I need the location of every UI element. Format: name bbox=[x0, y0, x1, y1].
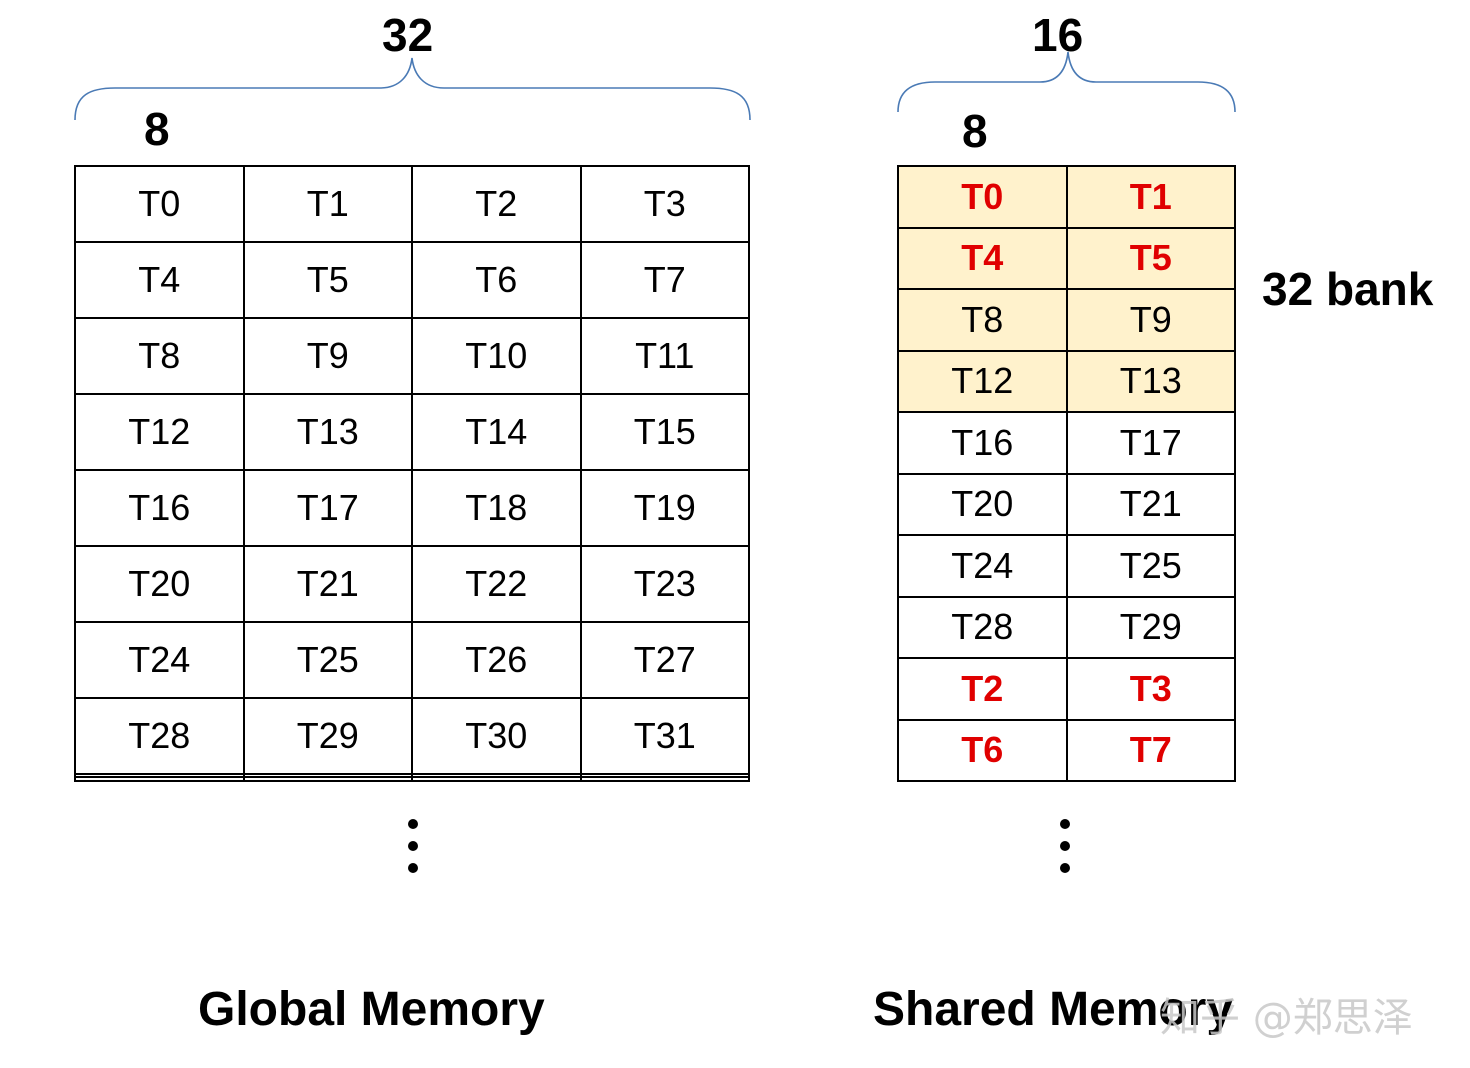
global-cell bbox=[74, 776, 245, 782]
global-cell: T24 bbox=[74, 621, 245, 699]
shared-cell: T17 bbox=[1065, 411, 1236, 475]
shared-unit-label: 8 bbox=[962, 105, 988, 157]
global-cell: T8 bbox=[74, 317, 245, 395]
global-cell: T7 bbox=[579, 241, 750, 319]
global-cell: T1 bbox=[242, 165, 413, 243]
global-cell: T16 bbox=[74, 469, 245, 547]
shared-cell-conflict: T1 bbox=[1065, 165, 1236, 229]
global-cell: T0 bbox=[74, 165, 245, 243]
global-cell: T22 bbox=[411, 545, 582, 623]
global-cell: T5 bbox=[242, 241, 413, 319]
global-cell bbox=[242, 776, 413, 782]
global-memory-caption: Global Memory bbox=[198, 983, 545, 1036]
global-cell: T6 bbox=[411, 241, 582, 319]
global-cell bbox=[579, 776, 750, 782]
global-cell: T19 bbox=[579, 469, 750, 547]
global-cell: T21 bbox=[242, 545, 413, 623]
global-cell bbox=[242, 772, 413, 779]
shared-cell: T12 bbox=[897, 349, 1068, 413]
global-cell: T4 bbox=[74, 241, 245, 319]
shared-cell: T13 bbox=[1065, 349, 1236, 413]
shared-cell: T8 bbox=[897, 288, 1068, 352]
shared-cell: T20 bbox=[897, 472, 1068, 536]
global-cell: T28 bbox=[74, 697, 245, 775]
global-cell: T2 bbox=[411, 165, 582, 243]
global-unit-label: 8 bbox=[144, 103, 170, 155]
global-cell: T31 bbox=[579, 697, 750, 775]
global-cell: T29 bbox=[242, 697, 413, 775]
global-row bbox=[74, 772, 750, 779]
shared-cell: T28 bbox=[897, 595, 1068, 659]
global-row bbox=[74, 776, 750, 782]
global-cell bbox=[74, 772, 245, 779]
global-cell: T11 bbox=[579, 317, 750, 395]
global-cell: T26 bbox=[411, 621, 582, 699]
shared-cell: T16 bbox=[897, 411, 1068, 475]
global-cell bbox=[579, 772, 750, 779]
shared-cell-conflict: T0 bbox=[897, 165, 1068, 229]
shared-cell: T29 bbox=[1065, 595, 1236, 659]
global-width-label: 32 bbox=[382, 9, 434, 61]
global-cell: T10 bbox=[411, 317, 582, 395]
global-width-brace bbox=[74, 57, 751, 121]
shared-cell: T21 bbox=[1065, 472, 1236, 536]
global-cell: T18 bbox=[411, 469, 582, 547]
global-cell: T17 bbox=[242, 469, 413, 547]
shared-width-brace bbox=[897, 51, 1236, 113]
global-cell: T14 bbox=[411, 393, 582, 471]
shared-memory-caption: Shared Memory bbox=[873, 983, 1234, 1036]
shared-continuation-dots bbox=[1045, 816, 1085, 881]
global-cell bbox=[411, 772, 582, 779]
shared-cell: T25 bbox=[1065, 534, 1236, 598]
shared-cell: T9 bbox=[1065, 288, 1236, 352]
shared-cell-conflict: T4 bbox=[897, 226, 1068, 290]
global-cell: T3 bbox=[579, 165, 750, 243]
global-cell: T20 bbox=[74, 545, 245, 623]
shared-cell-conflict: T5 bbox=[1065, 226, 1236, 290]
global-cell bbox=[411, 776, 582, 782]
global-continuation-dots bbox=[393, 816, 433, 881]
global-cell: T25 bbox=[242, 621, 413, 699]
bank-label: 32 bank bbox=[1262, 263, 1434, 315]
global-cell: T13 bbox=[242, 393, 413, 471]
global-cell: T27 bbox=[579, 621, 750, 699]
global-cell: T15 bbox=[579, 393, 750, 471]
global-cell: T12 bbox=[74, 393, 245, 471]
watermark-text: 知乎 @郑思泽 bbox=[1160, 995, 1413, 1041]
shared-cell-conflict: T7 bbox=[1065, 718, 1236, 782]
global-cell: T30 bbox=[411, 697, 582, 775]
shared-width-label: 16 bbox=[1032, 9, 1084, 61]
shared-cell-conflict: T6 bbox=[897, 718, 1068, 782]
shared-cell-conflict: T3 bbox=[1065, 657, 1236, 721]
global-cell: T23 bbox=[579, 545, 750, 623]
global-cell: T9 bbox=[242, 317, 413, 395]
shared-cell-conflict: T2 bbox=[897, 657, 1068, 721]
shared-cell: T24 bbox=[897, 534, 1068, 598]
